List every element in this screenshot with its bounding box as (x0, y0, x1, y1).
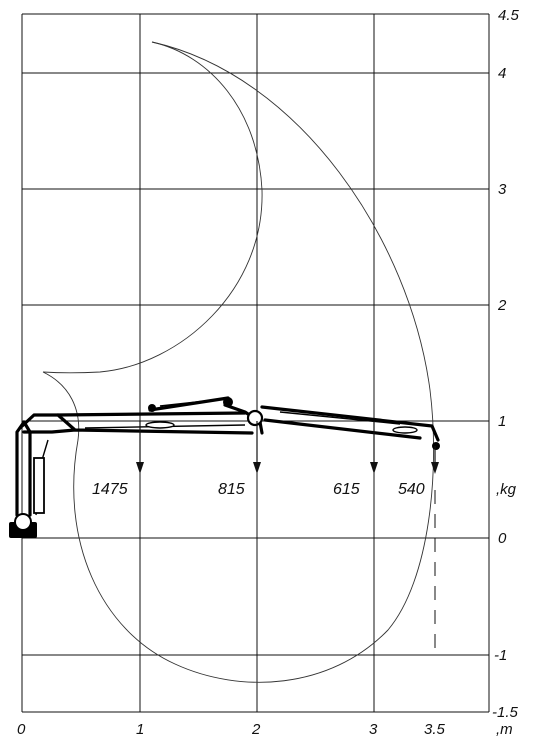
x-tick-label: 0 (17, 721, 26, 738)
load-arrows (136, 421, 439, 474)
y-unit-label: ,kg (496, 481, 517, 498)
main-cylinder-rod (159, 399, 216, 407)
y-tick-label: 4.5 (498, 7, 520, 24)
arrowhead-35 (431, 462, 439, 474)
x-tick-label: 2 (251, 721, 261, 738)
x-tick-label: 3.5 (424, 721, 446, 738)
outer-boom (260, 405, 440, 442)
y-tick-label: 4 (498, 65, 506, 82)
arrowhead-1 (136, 462, 144, 474)
grid (21, 13, 490, 713)
crane-column (15, 420, 32, 517)
y-tick-label: 0 (498, 530, 507, 547)
arrowhead-3 (370, 462, 378, 474)
main-cylinder (148, 396, 230, 412)
column-cylinder (33, 457, 45, 514)
outer-envelope-curve (42, 41, 435, 683)
crane-boom (9, 396, 440, 538)
inner-boom (18, 411, 254, 435)
y-tick-label: 1 (498, 413, 506, 430)
x-tick-label: 1 (136, 721, 144, 738)
inner-envelope-curve (42, 41, 263, 374)
cylinder-pin-a (148, 404, 156, 412)
knuckle-pin (246, 409, 264, 427)
capacity-label-3: 615 (333, 481, 360, 498)
capacity-label-2: 815 (218, 481, 245, 498)
y-tick-label: 3 (498, 181, 507, 198)
base-wheel (14, 513, 32, 531)
x-tick-label: 3 (369, 721, 378, 738)
boom-tip (432, 442, 440, 450)
x-unit-label: ,m (496, 721, 513, 738)
boom-slot (392, 426, 418, 434)
inner-slot (145, 421, 175, 429)
y-tick-label: 2 (497, 297, 507, 314)
y-tick-label: -1 (494, 647, 507, 664)
capacity-label-4: 540 (398, 481, 425, 498)
capacity-label-1: 1475 (92, 481, 128, 498)
arrowhead-2 (253, 462, 261, 474)
outer-boom-detail (279, 411, 401, 425)
y-tick-label: -1.5 (492, 704, 519, 721)
